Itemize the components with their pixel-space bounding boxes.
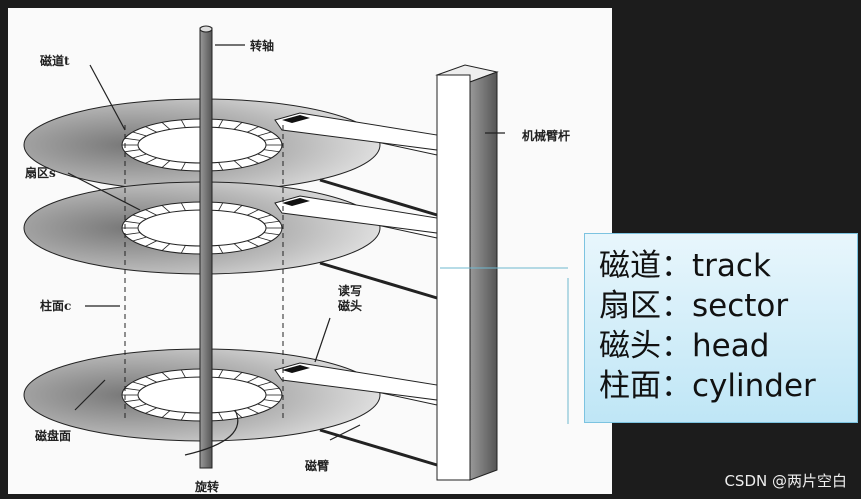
label-rw-head-2: 磁头: [337, 298, 362, 313]
term-track: 磁道：track: [599, 246, 857, 286]
label-platter: 磁盘面: [34, 428, 71, 443]
label-spindle: 转轴: [250, 38, 274, 53]
terminology-callout: 磁道：track 扇区：sector 磁头：head 柱面：cylinder: [584, 233, 858, 423]
term-head: 磁头：head: [599, 326, 857, 366]
term-en: head: [692, 328, 770, 364]
term-cn: 磁头: [599, 328, 661, 364]
read-write-head: [282, 365, 310, 373]
disk-diagram: 磁道t 转轴 扇区s 机械臂杆 柱面c 读写 磁头 磁盘面 旋转 磁臂: [8, 8, 612, 494]
label-rw-head-1: 读写: [338, 283, 362, 298]
term-en: track: [692, 248, 771, 284]
term-cn: 柱面: [599, 368, 661, 404]
read-write-head: [282, 115, 310, 123]
label-arm: 磁臂: [304, 458, 329, 473]
watermark: CSDN @两片空白: [724, 472, 847, 490]
term-sep: ：: [661, 328, 692, 364]
spindle: [199, 27, 213, 469]
term-sep: ：: [661, 368, 692, 404]
read-write-head: [282, 198, 310, 206]
label-track: 磁道t: [39, 53, 70, 68]
label-cylinder: 柱面c: [40, 298, 71, 313]
term-en: cylinder: [692, 368, 816, 404]
platter: [23, 181, 438, 300]
term-sector: 扇区：sector: [599, 286, 857, 326]
label-sector: 扇区s: [25, 165, 56, 180]
term-sep: ：: [661, 248, 692, 284]
term-en: sector: [692, 288, 789, 324]
term-cn: 磁道: [599, 248, 661, 284]
term-sep: ：: [661, 288, 692, 324]
arm-rod: [435, 64, 499, 481]
term-cn: 扇区: [599, 288, 661, 324]
label-rotate: 旋转: [194, 479, 219, 494]
platter: [23, 348, 438, 467]
label-arm-rod: 机械臂杆: [522, 128, 570, 143]
term-cylinder: 柱面：cylinder: [599, 366, 857, 406]
